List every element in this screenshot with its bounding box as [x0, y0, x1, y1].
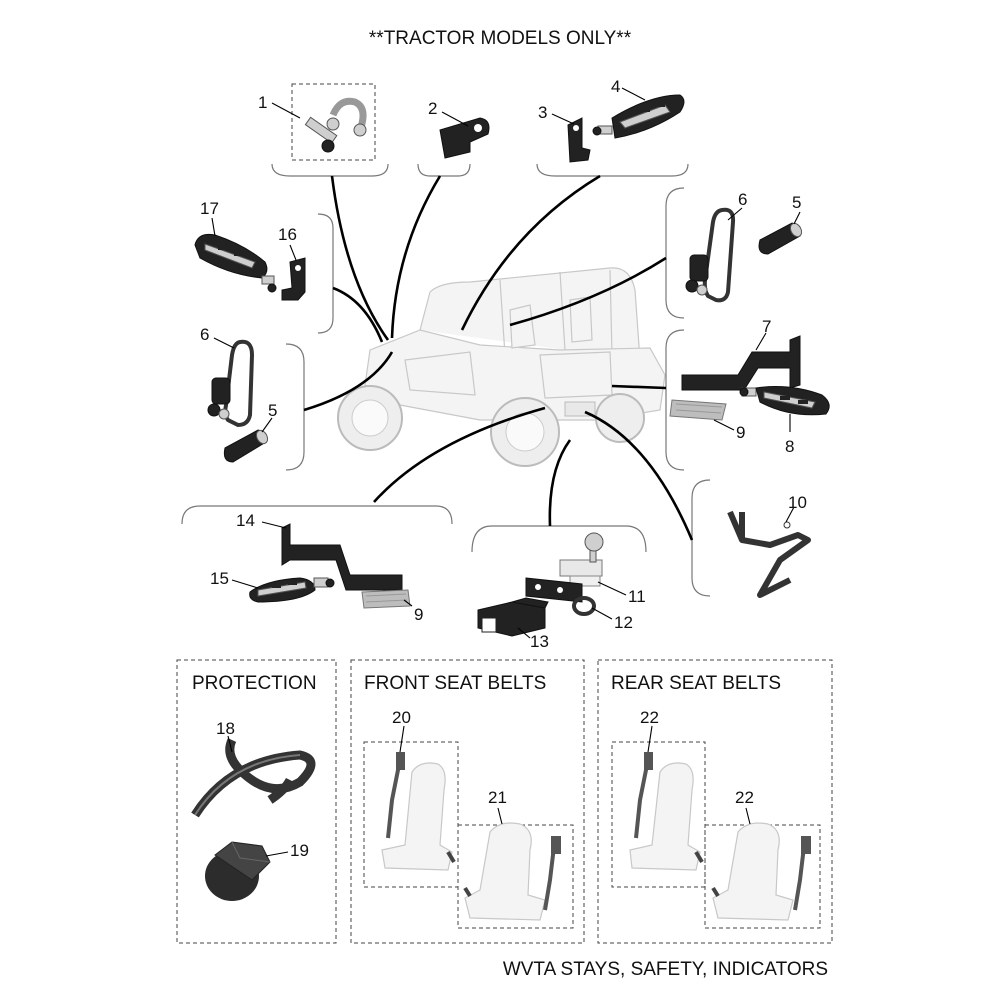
callout-15: 15 — [210, 569, 229, 588]
part-20-seat-belt — [381, 752, 456, 871]
callout-6-right: 6 — [738, 190, 747, 209]
callout-2: 2 — [428, 99, 437, 118]
callout-12: 12 — [614, 613, 633, 632]
rear-seat-belts-heading: REAR SEAT BELTS — [611, 673, 781, 694]
part-16-mount — [281, 257, 306, 301]
part-15-indicator — [249, 577, 335, 603]
callout-8: 8 — [785, 437, 794, 456]
callout-21: 21 — [488, 788, 507, 807]
bracket-bottom-hitch — [471, 525, 647, 553]
callout-14: 14 — [236, 511, 255, 530]
callout-10: 10 — [788, 493, 807, 512]
leader-lines — [303, 174, 694, 541]
part-8-indicator — [739, 386, 830, 416]
part-18-hose — [191, 738, 316, 818]
part-17-indicator — [194, 234, 277, 293]
part-1-shackle-pin — [304, 97, 367, 153]
vehicle-illustration — [337, 267, 666, 467]
footer-caption: WVTA STAYS, SAFETY, INDICATORS — [503, 959, 828, 980]
part-21-seat-belt — [463, 822, 561, 921]
bracket-right-10 — [691, 479, 711, 597]
part-6-mirror-right — [685, 207, 736, 303]
part-19-acorn-nut — [205, 841, 271, 901]
callout-20: 20 — [392, 708, 411, 727]
bracket-bottom-left — [181, 505, 453, 525]
part-13-receiver — [477, 597, 549, 637]
front-seat-belts-panel — [350, 659, 585, 944]
callout-4: 4 — [611, 77, 620, 96]
callout-3: 3 — [538, 103, 547, 122]
callout-6-left: 6 — [200, 325, 209, 344]
callout-19: 19 — [290, 841, 309, 860]
part-1-frame — [291, 83, 376, 161]
rear-seat-belts-panel — [597, 659, 833, 944]
page-title: **TRACTOR MODELS ONLY** — [369, 28, 632, 49]
bracket-top-1 — [271, 163, 389, 177]
bracket-left-upper — [317, 213, 334, 334]
part-22-seat-belt-upper — [629, 752, 704, 871]
callout-9-right: 9 — [736, 423, 745, 442]
part-7-plate-bracket — [681, 335, 801, 391]
callout-5-left: 5 — [268, 401, 277, 420]
callout-17: 17 — [200, 199, 219, 218]
bracket-top-3 — [536, 163, 689, 177]
callout-1: 1 — [258, 93, 267, 112]
callout-11: 11 — [628, 587, 646, 606]
part-2-bracket — [439, 117, 490, 159]
bracket-right-upper — [665, 187, 685, 319]
bracket-right-lower — [665, 329, 685, 471]
protection-panel — [176, 659, 337, 944]
protection-heading: PROTECTION — [192, 673, 317, 694]
part-9-reflector-bottom — [361, 589, 411, 609]
bracket-top-2 — [417, 163, 471, 177]
callout-7: 7 — [762, 317, 771, 336]
part-3-mount — [567, 117, 591, 163]
callout-16: 16 — [278, 225, 297, 244]
callout-9-bottom: 9 — [414, 605, 423, 624]
callout-18: 18 — [216, 719, 235, 738]
part-5-knob-right — [758, 222, 803, 255]
part-14-plate-bracket — [281, 523, 403, 591]
callout-13: 13 — [530, 632, 549, 651]
callout-5-right: 5 — [792, 193, 801, 212]
callout-22-lower: 22 — [735, 788, 754, 807]
part-12-hitch-plate — [525, 577, 596, 616]
part-22-seat-belt-lower — [711, 822, 811, 921]
callout-22-upper: 22 — [640, 708, 659, 727]
front-seat-belts-heading: FRONT SEAT BELTS — [364, 673, 546, 694]
part-10-frame-bracket — [727, 510, 811, 598]
part-4-indicator — [592, 94, 685, 139]
bracket-left-lower — [285, 343, 305, 471]
part-11-tow-ball — [559, 532, 604, 587]
part-5-knob-left — [223, 429, 269, 463]
part-9-reflector-right — [669, 399, 727, 421]
part-6-mirror-left — [207, 339, 255, 428]
